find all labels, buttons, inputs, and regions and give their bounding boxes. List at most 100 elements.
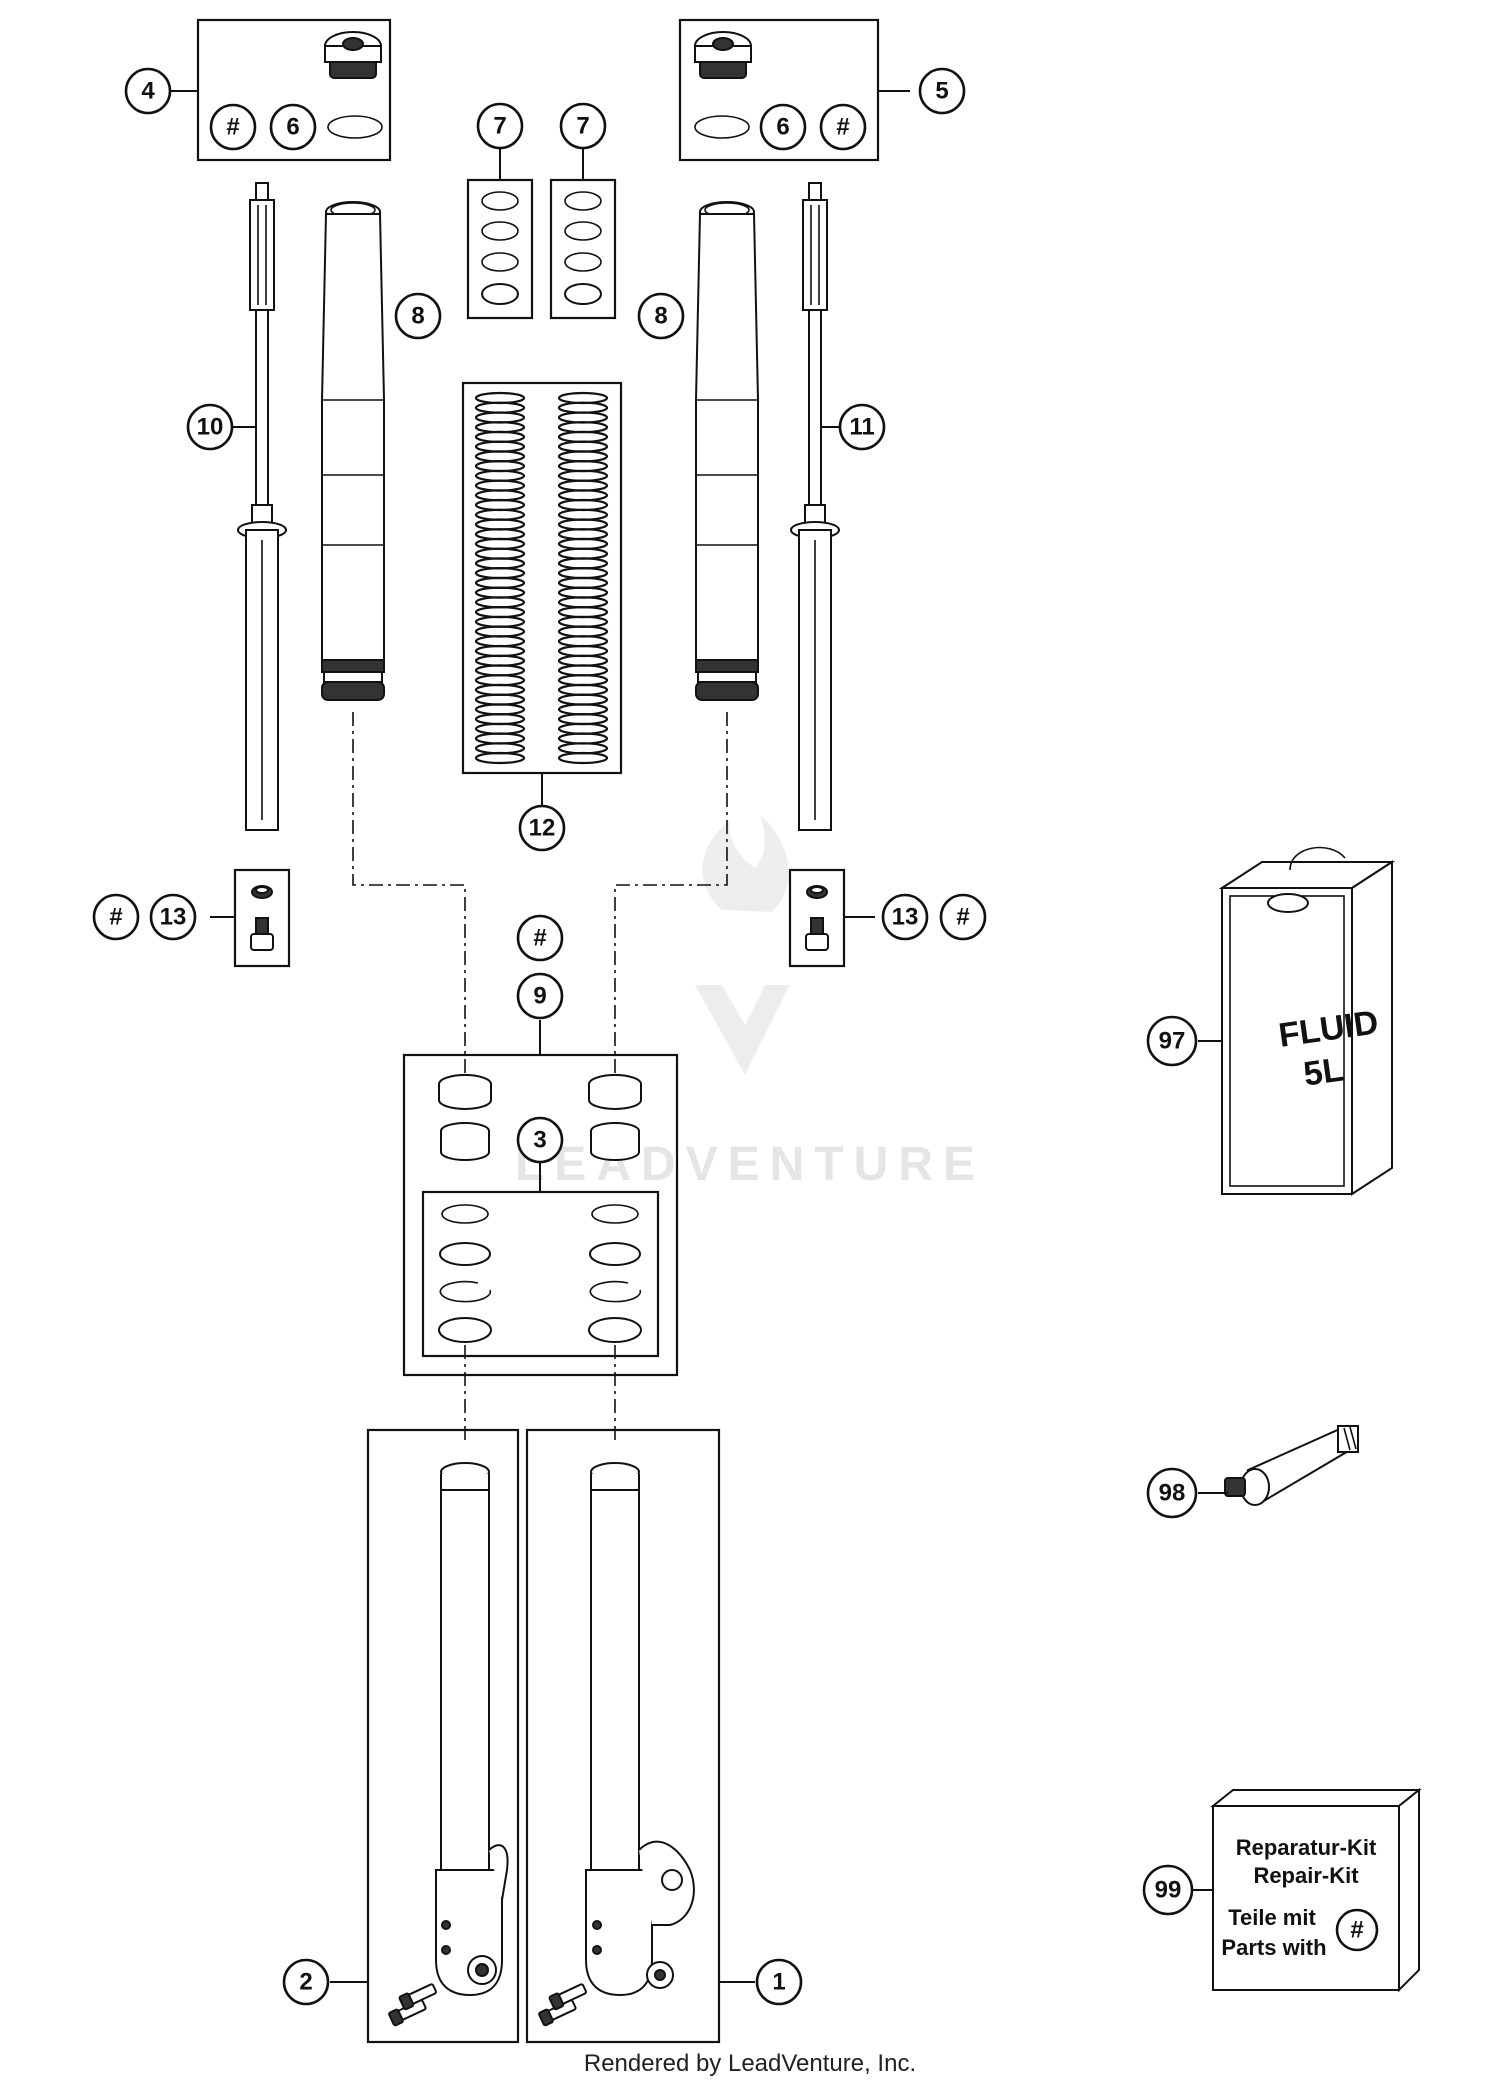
part-99-repair-kit: Reparatur-Kit Repair-Kit Teile mit Parts… (1210, 1787, 1422, 1993)
part-8-upper-tube-left (321, 201, 385, 701)
callout-13-right: 13 (881, 893, 929, 941)
part-10-damper-cartridge (237, 182, 287, 831)
spring-coil (474, 391, 526, 405)
svg-text:13: 13 (892, 904, 919, 931)
callout-6-left: 6 (269, 103, 317, 151)
svg-text:4: 4 (141, 78, 155, 105)
callout-1: 1 (755, 1958, 803, 2006)
spring-coil (474, 635, 526, 648)
spring-coil (557, 498, 609, 512)
spring-coil (557, 479, 609, 492)
repair-kit-parts-de: Teile mit (1228, 1905, 1316, 1930)
spring-coil (474, 615, 526, 628)
spring-coil (474, 674, 526, 687)
part-2-outer-tube-left (388, 1462, 509, 2027)
spring-coil (557, 566, 609, 580)
spring-coil (474, 722, 526, 735)
svg-text:7: 7 (576, 113, 589, 140)
spring-coil (557, 751, 609, 765)
spring-coil (474, 703, 526, 716)
svg-text:97: 97 (1159, 1028, 1186, 1055)
spring-coil (474, 576, 526, 590)
part-98-grease-tube (1224, 1425, 1359, 1506)
part-4-cap (324, 31, 382, 79)
spring-coil (557, 489, 609, 502)
spring-coil (474, 518, 526, 531)
spring-coil (557, 693, 609, 706)
spring-coil (474, 732, 526, 745)
svg-text:98: 98 (1159, 1480, 1186, 1507)
spring-coil (557, 508, 609, 521)
part-3-seals (438, 1204, 642, 1343)
svg-text:8: 8 (411, 303, 424, 330)
spring-coil (557, 576, 609, 590)
part-12-spring-left (474, 391, 526, 765)
spring-coil (474, 566, 526, 580)
spring-coil (474, 586, 526, 599)
spring-coil (474, 469, 526, 482)
repair-kit-label-de: Reparatur-Kit (1236, 1835, 1377, 1860)
svg-text:11: 11 (849, 414, 874, 441)
part-7-washer-stack-right (549, 148, 617, 320)
spring-coil (557, 450, 609, 463)
svg-text:7: 7 (493, 113, 506, 140)
svg-text:#: # (836, 114, 849, 141)
spring-coil (557, 644, 609, 658)
spring-coil (557, 411, 609, 424)
spring-coil (557, 742, 609, 755)
callout-hash-13-left: # (92, 893, 140, 941)
svg-text:#: # (1350, 1917, 1363, 1944)
callout-2: 2 (282, 1958, 330, 2006)
part-13-bolt-right (788, 868, 846, 968)
svg-text:5: 5 (935, 78, 948, 105)
part-8-upper-tube-right (695, 201, 759, 701)
callout-hash-4: # (209, 103, 257, 151)
callout-9: 9 (516, 972, 564, 1020)
spring-coil (557, 469, 609, 482)
spring-coil (557, 732, 609, 745)
spring-coil (557, 615, 609, 628)
part-11-damper-cartridge (790, 182, 840, 831)
spring-coil (474, 625, 526, 638)
spring-coil (557, 703, 609, 716)
callout-13-left: 13 (149, 893, 197, 941)
assembly-lines (352, 712, 728, 1445)
part-6-o-ring-right (694, 115, 750, 139)
callout-7-left: 7 (476, 102, 524, 150)
spring-coil (474, 654, 526, 667)
spring-coil (474, 664, 526, 677)
svg-text:12: 12 (529, 815, 556, 842)
spring-coil (474, 489, 526, 502)
spring-coil (557, 605, 609, 619)
spring-coil (557, 664, 609, 677)
part-6-o-ring-left (327, 115, 383, 139)
svg-text:13: 13 (160, 904, 187, 931)
spring-coil (474, 421, 526, 434)
spring-coil (474, 508, 526, 521)
svg-text:10: 10 (197, 414, 224, 441)
callout-3: 3 (516, 1116, 564, 1164)
spring-coil (557, 722, 609, 735)
svg-text:1: 1 (772, 1969, 785, 1996)
callout-5: 5 (918, 67, 966, 115)
callout-6-right: 6 (759, 103, 807, 151)
spring-coil (474, 596, 526, 609)
part-7-washer-stack-left (466, 148, 534, 320)
part-13-bolt-left (233, 868, 291, 968)
repair-kit-label-en: Repair-Kit (1253, 1863, 1359, 1888)
spring-coil (557, 547, 609, 560)
callout-hash-13-right: # (939, 893, 987, 941)
footer-credit: Rendered by LeadVenture, Inc. (583, 2050, 917, 2077)
spring-coil (557, 596, 609, 609)
spring-coil (474, 742, 526, 755)
part-12-spring-right (557, 391, 609, 765)
fluid-can-label-volume: 5L (1301, 1051, 1346, 1094)
part-1-box (525, 1428, 721, 2044)
callout-7-right: 7 (559, 102, 607, 150)
spring-coil (557, 537, 609, 551)
callout-11: 11 (838, 403, 886, 451)
svg-text:6: 6 (776, 114, 789, 141)
callout-hash-9: # (516, 914, 564, 962)
spring-coil (557, 625, 609, 638)
